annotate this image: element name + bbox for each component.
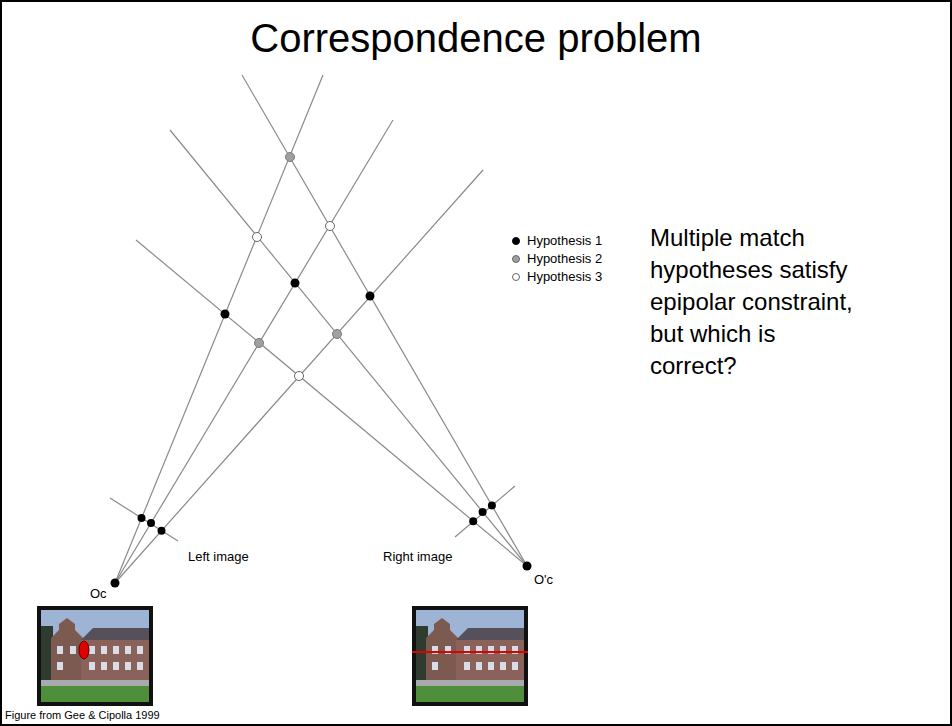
image-point [479, 508, 487, 516]
right-ray [170, 130, 527, 566]
hypothesis-2-point [286, 153, 295, 162]
image-label: Right image [383, 549, 452, 565]
projection-rays [110, 75, 527, 583]
hypothesis-2-point [333, 330, 342, 339]
legend-text: Hypothesis 3 [527, 269, 602, 285]
legend-swatch [512, 237, 520, 245]
image-point [158, 527, 166, 535]
hypothesis-1-point [291, 279, 300, 288]
legend-swatch [512, 255, 520, 263]
hypothesis-1-point [366, 292, 375, 301]
right-ray [136, 240, 527, 566]
epipolar-line [412, 651, 528, 653]
image-label: Left image [188, 549, 249, 565]
legend-text: Hypothesis 2 [527, 251, 602, 267]
image-point [138, 514, 146, 522]
camera-center [523, 562, 532, 571]
camera-center [111, 579, 120, 588]
hypothesis-3-point [295, 372, 304, 381]
right-photo [412, 606, 528, 706]
left-photo [37, 606, 153, 706]
legend-text: Hypothesis 1 [527, 233, 602, 249]
legend-swatch [512, 273, 520, 281]
hypothesis-2-point [255, 339, 264, 348]
image-point [147, 519, 155, 527]
image-point [469, 517, 477, 525]
hypothesis-3-point [326, 222, 335, 231]
image-point [488, 501, 496, 509]
camera-label: O'c [534, 572, 553, 588]
right-ray [242, 75, 527, 566]
figure-credit: Figure from Gee & Cipolla 1999 [5, 709, 160, 722]
camera-label: Oc [90, 586, 107, 602]
selected-point-marker [79, 641, 89, 659]
left-image-plane [110, 498, 178, 541]
hypothesis-points [111, 153, 532, 588]
left-ray [115, 75, 323, 583]
hypothesis-1-point [221, 310, 230, 319]
left-ray [115, 170, 483, 583]
right-image-plane [455, 486, 515, 537]
hypothesis-3-point [253, 233, 262, 242]
side-note: Multiple match hypotheses satisfy epipol… [650, 222, 865, 382]
slide-title: Correspondence problem [0, 14, 952, 62]
